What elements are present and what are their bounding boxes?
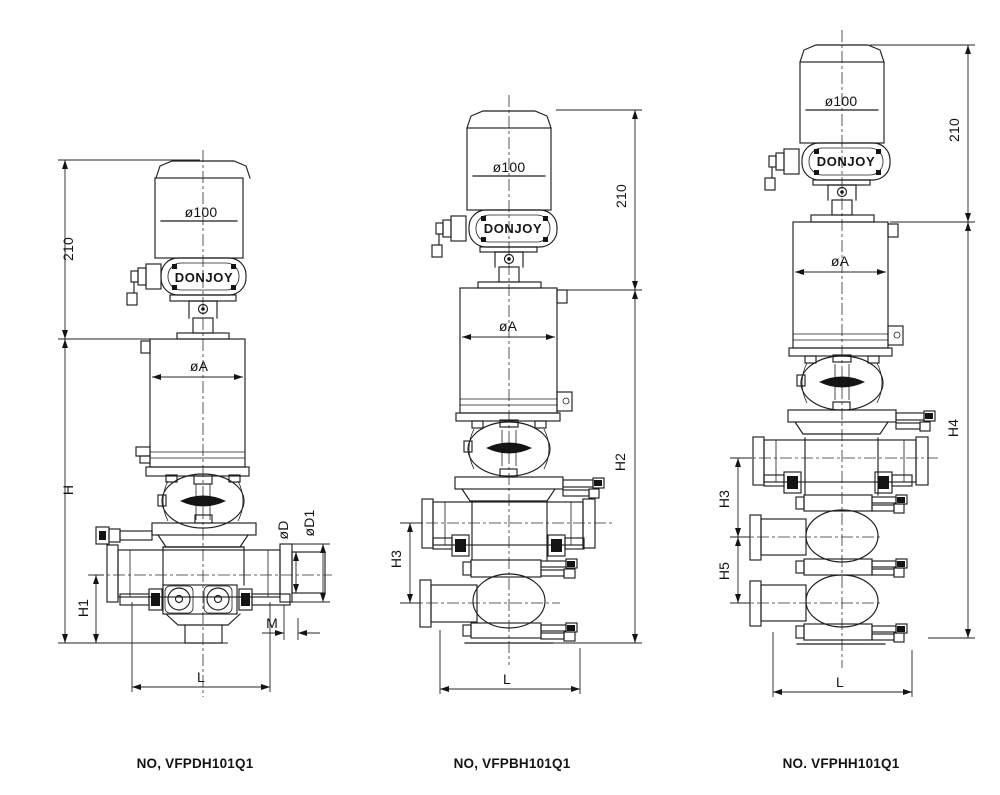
dim-l-middle: L xyxy=(503,671,511,687)
dim-h5-right: H5 xyxy=(716,562,732,580)
valve-right-ball xyxy=(796,354,884,411)
dim-210-left: 210 xyxy=(60,237,76,261)
dim-od1-left: øD1 xyxy=(301,509,317,536)
valve-left-ball xyxy=(157,473,245,529)
valve-middle-ball xyxy=(463,419,551,477)
valve-middle-clamp xyxy=(454,468,605,502)
dim-od-left: øD xyxy=(275,520,291,539)
cylinder-od-label-middle: øA xyxy=(499,318,518,334)
valve-left-body xyxy=(92,543,332,644)
valve-left-actuator: ø100 xyxy=(154,160,251,259)
dim-h3-middle: H3 xyxy=(388,550,404,568)
valve-middle-actuator: ø100 xyxy=(466,110,552,211)
actuator-od-label-left: ø100 xyxy=(185,204,218,220)
valve-middle-nameplate: DONJOY xyxy=(431,209,558,258)
valve-middle-dimensions: 210 H2 H3 L xyxy=(388,109,642,694)
dim-210-middle: 210 xyxy=(613,184,629,208)
part-number-right: NO. VFPHH101Q1 xyxy=(783,756,900,771)
actuator-od-label-right: ø100 xyxy=(825,93,858,109)
brand-logo-left: DONJOY xyxy=(175,270,234,285)
valve-left: ø100 DONJOY xyxy=(58,150,332,771)
dim-h2-middle: H2 xyxy=(612,453,628,471)
valve-right-cylinder: øA xyxy=(788,221,904,357)
dim-h-left: H xyxy=(60,485,76,495)
dim-l-left: L xyxy=(197,669,205,685)
valve-right-body xyxy=(736,436,938,645)
actuator-od-label-middle: ø100 xyxy=(493,159,526,175)
dim-m-left: M xyxy=(266,615,278,631)
dim-210-right: 210 xyxy=(946,118,962,142)
valve-right-clamp xyxy=(787,401,936,435)
valve-middle-body xyxy=(405,498,612,644)
brand-logo-middle: DONJOY xyxy=(484,221,543,236)
cylinder-od-label-left: øA xyxy=(190,358,209,374)
dim-h3-right: H3 xyxy=(716,490,732,508)
valve-right: ø100 DONJOY xyxy=(716,30,975,771)
dim-h1-left: H1 xyxy=(75,599,91,617)
valve-left-cylinder: øA xyxy=(135,338,250,477)
dim-h4-right: H4 xyxy=(945,419,961,437)
valve-left-dimensions: 210 H H1 øD øD1 M L xyxy=(58,159,330,692)
valve-right-nameplate: DONJOY xyxy=(764,142,891,191)
brand-logo-right: DONJOY xyxy=(817,154,876,169)
valve-middle: ø100 DONJOY xyxy=(388,95,642,771)
cylinder-od-label-right: øA xyxy=(831,253,850,269)
valve-middle-cylinder: øA xyxy=(455,287,573,422)
dim-l-right: L xyxy=(836,674,844,690)
valve-right-dimensions: 210 H4 H3 H5 L xyxy=(716,44,975,697)
part-number-left: NO, VFPDH101Q1 xyxy=(137,756,254,771)
part-number-middle: NO, VFPBH101Q1 xyxy=(454,756,571,771)
